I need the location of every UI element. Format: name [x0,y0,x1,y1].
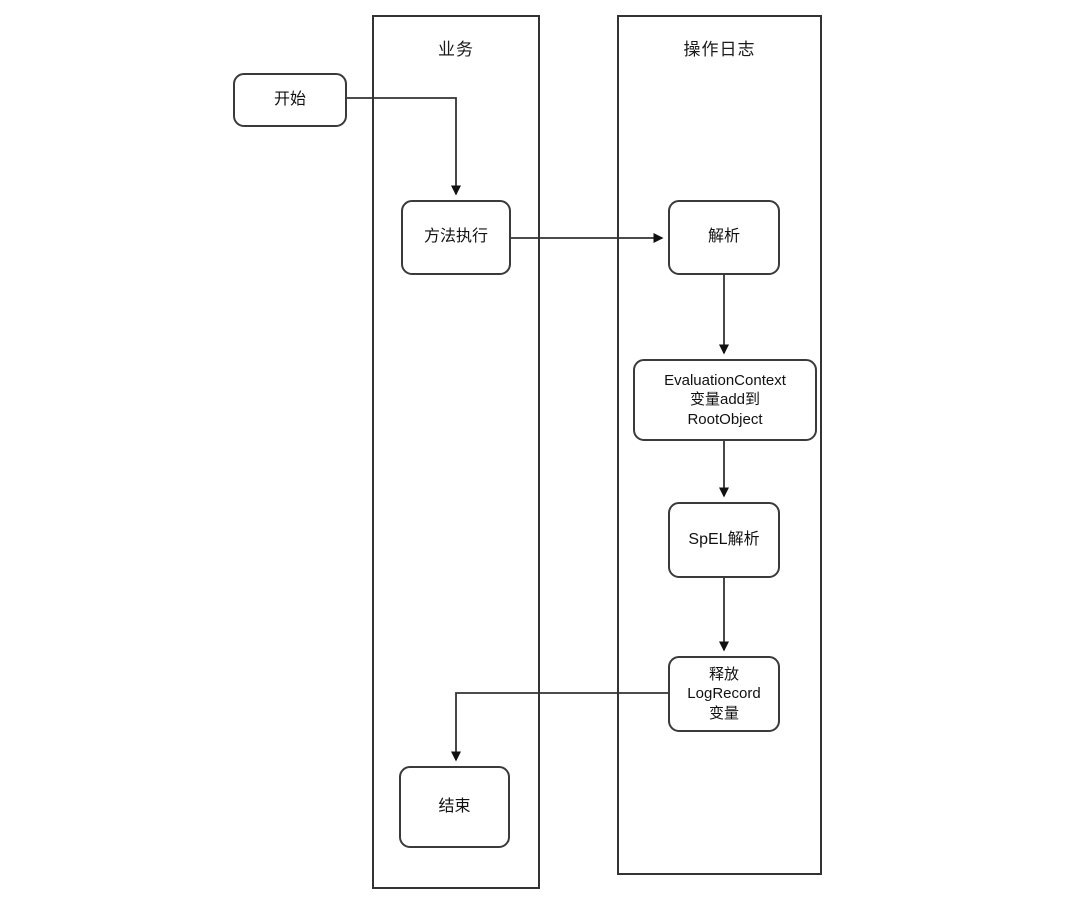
node-method-execution: 方法执行 [401,200,511,275]
node-start: 开始 [233,73,347,127]
node-evaluation-context: EvaluationContext 变量add到 RootObject [633,359,817,441]
lane-business: 业务 [372,15,540,889]
node-spel-parse: SpEL解析 [668,502,780,578]
node-end: 结束 [399,766,510,848]
lane-operation-log: 操作日志 [617,15,822,875]
lane-business-title: 业务 [438,40,474,59]
lane-operation-log-title: 操作日志 [683,40,756,59]
node-release-logrecord: 释放 LogRecord 变量 [668,656,780,732]
node-parse: 解析 [668,200,780,275]
